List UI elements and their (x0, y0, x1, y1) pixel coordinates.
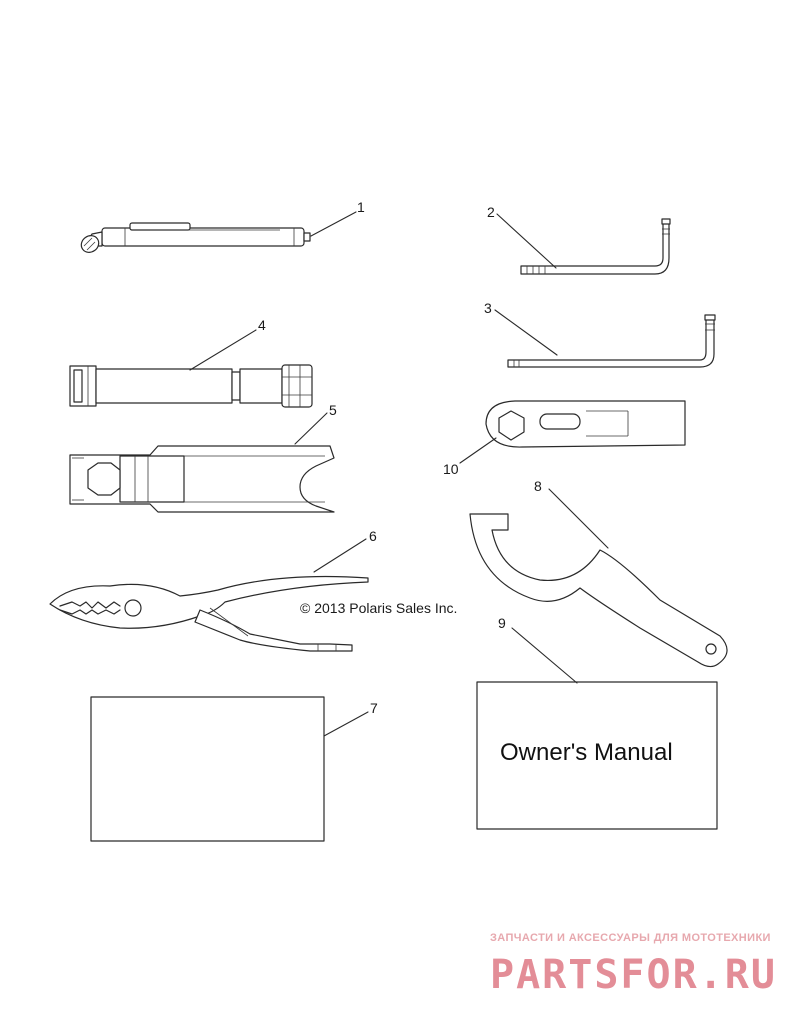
part-5-spanner-tool (69, 445, 335, 513)
part-10-flat-wrench (485, 400, 686, 448)
leader-lines (189, 211, 609, 737)
part-2-hex-key (520, 218, 671, 275)
callout-4: 4 (258, 317, 266, 333)
callout-8: 8 (534, 478, 542, 494)
callout-2: 2 (487, 204, 495, 220)
callout-10: 10 (443, 461, 459, 477)
callout-6: 6 (369, 528, 377, 544)
callout-3: 3 (484, 300, 492, 316)
callout-1: 1 (357, 199, 365, 215)
part-8-hook-spanner (469, 513, 728, 668)
part-7-blank-card (90, 696, 325, 842)
copyright-notice: © 2013 Polaris Sales Inc. (300, 600, 457, 616)
watermark-logo: PARTSFOR.RU (490, 952, 777, 998)
part-1-pressure-gauge (80, 222, 311, 253)
part-3-hex-key (507, 314, 716, 368)
watermark: ЗАПЧАСТИ И АКСЕССУАРЫ ДЛЯ МОТОТЕХНИКИ PA… (490, 932, 777, 998)
callout-5: 5 (329, 402, 337, 418)
watermark-tagline: ЗАПЧАСТИ И АКСЕССУАРЫ ДЛЯ МОТОТЕХНИКИ (490, 932, 771, 944)
part-9-owners-manual: Owner's Manual (476, 681, 718, 830)
owners-manual-label: Owner's Manual (500, 739, 673, 766)
callout-7: 7 (370, 700, 378, 716)
part-6-pliers (49, 575, 369, 652)
part-4-socket-wrench (69, 364, 313, 408)
callout-9: 9 (498, 615, 506, 631)
